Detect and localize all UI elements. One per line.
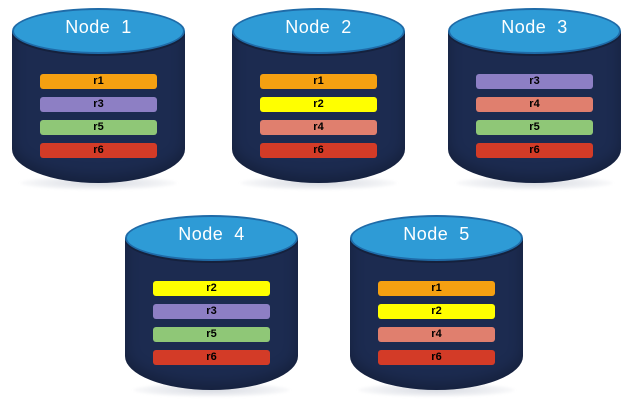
replica-list: r1 r2 r4 r6 (260, 74, 377, 158)
replica-bar[interactable]: r6 (40, 143, 157, 158)
node-top-ellipse (232, 8, 405, 54)
replica-bar[interactable]: r1 (40, 74, 157, 89)
replica-bar[interactable]: r2 (153, 281, 270, 296)
replica-bar[interactable]: r5 (153, 327, 270, 342)
replica-bar[interactable]: r3 (153, 304, 270, 319)
node-top-ellipse (448, 8, 621, 54)
replica-bar[interactable]: r6 (378, 350, 495, 365)
replica-bar[interactable]: r6 (260, 143, 377, 158)
node-drop-shadow (358, 383, 515, 397)
replica-list: r3 r4 r5 r6 (476, 74, 593, 158)
replica-bar[interactable]: r1 (260, 74, 377, 89)
replica-bar[interactable]: r5 (40, 120, 157, 135)
replica-bar[interactable]: r3 (40, 97, 157, 112)
node-drop-shadow (240, 176, 397, 190)
replica-bar[interactable]: r4 (260, 120, 377, 135)
node-top-ellipse (350, 215, 523, 261)
replica-bar[interactable]: r6 (476, 143, 593, 158)
replica-bar[interactable]: r2 (260, 97, 377, 112)
replica-bar[interactable]: r1 (378, 281, 495, 296)
node-drop-shadow (20, 176, 177, 190)
replica-list: r1 r2 r4 r6 (378, 281, 495, 365)
node-top-ellipse (125, 215, 298, 261)
replica-bar[interactable]: r3 (476, 74, 593, 89)
replica-bar[interactable]: r5 (476, 120, 593, 135)
node-drop-shadow (133, 383, 290, 397)
node-top-ellipse (12, 8, 185, 54)
replica-bar[interactable]: r6 (153, 350, 270, 365)
replica-list: r1 r3 r5 r6 (40, 74, 157, 158)
node-drop-shadow (456, 176, 613, 190)
replica-bar[interactable]: r4 (476, 97, 593, 112)
replica-bar[interactable]: r4 (378, 327, 495, 342)
replica-bar[interactable]: r2 (378, 304, 495, 319)
replica-list: r2 r3 r5 r6 (153, 281, 270, 365)
